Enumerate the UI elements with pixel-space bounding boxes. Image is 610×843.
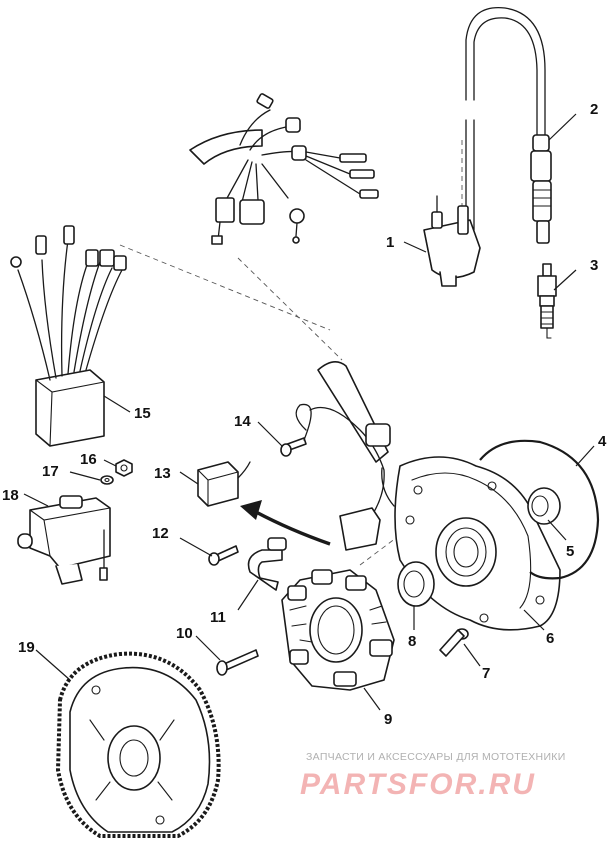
stator-coil-assembly bbox=[281, 569, 395, 691]
screw-12 bbox=[208, 545, 239, 566]
callout-8: 8 bbox=[408, 633, 416, 650]
o-ring bbox=[479, 439, 600, 580]
callout-1: 1 bbox=[386, 234, 394, 251]
callout-4: 4 bbox=[598, 433, 607, 450]
leader-lines bbox=[23, 113, 595, 711]
callout-6: 6 bbox=[546, 630, 554, 647]
cdi-unit bbox=[10, 225, 127, 447]
direction-arrow bbox=[240, 500, 331, 546]
nut-and-washer bbox=[100, 459, 133, 485]
wiring-harness bbox=[189, 93, 379, 245]
screw-14 bbox=[280, 403, 312, 457]
callout-17: 17 bbox=[42, 463, 59, 480]
callout-16: 16 bbox=[80, 451, 97, 468]
starter-relay bbox=[17, 495, 111, 585]
ignition-lead-and-cap bbox=[465, 6, 552, 244]
callout-19: 19 bbox=[18, 639, 35, 656]
callout-11: 11 bbox=[210, 609, 226, 626]
watermark: ЗАПЧАСТИ И АКСЕССУАРЫ ДЛЯ МОТОТЕХНИКИ PA… bbox=[300, 751, 566, 801]
bolt-7 bbox=[439, 628, 469, 657]
flywheel bbox=[55, 651, 221, 838]
callout-12: 12 bbox=[152, 525, 169, 542]
callout-18: 18 bbox=[2, 487, 19, 504]
callout-5: 5 bbox=[566, 543, 574, 560]
callout-labels: 1 2 3 4 5 6 7 8 9 10 11 12 13 14 15 16 1… bbox=[2, 101, 607, 728]
callout-7: 7 bbox=[482, 665, 490, 682]
watermark-tagline: ЗАПЧАСТИ И АКСЕССУАРЫ ДЛЯ МОТОТЕХНИКИ bbox=[306, 751, 566, 763]
oil-seal-8 bbox=[397, 561, 435, 607]
wire-clamp bbox=[247, 537, 287, 591]
connection-dashes bbox=[119, 140, 463, 566]
ignition-coil bbox=[423, 195, 481, 287]
callout-9: 9 bbox=[384, 711, 392, 728]
spark-plug bbox=[537, 263, 557, 339]
callout-13: 13 bbox=[154, 465, 171, 482]
harness-grommet bbox=[309, 361, 395, 551]
callout-3: 3 bbox=[590, 257, 598, 274]
bolt-10 bbox=[216, 649, 259, 676]
stator-plate bbox=[394, 456, 561, 631]
callout-10: 10 bbox=[176, 625, 193, 642]
callout-15: 15 bbox=[134, 405, 151, 422]
oil-seal-5 bbox=[527, 487, 561, 525]
callout-2: 2 bbox=[590, 101, 598, 118]
watermark-brand: PARTSFOR.RU bbox=[300, 768, 536, 801]
pickup-sensor bbox=[197, 461, 251, 507]
callout-14: 14 bbox=[234, 413, 251, 430]
